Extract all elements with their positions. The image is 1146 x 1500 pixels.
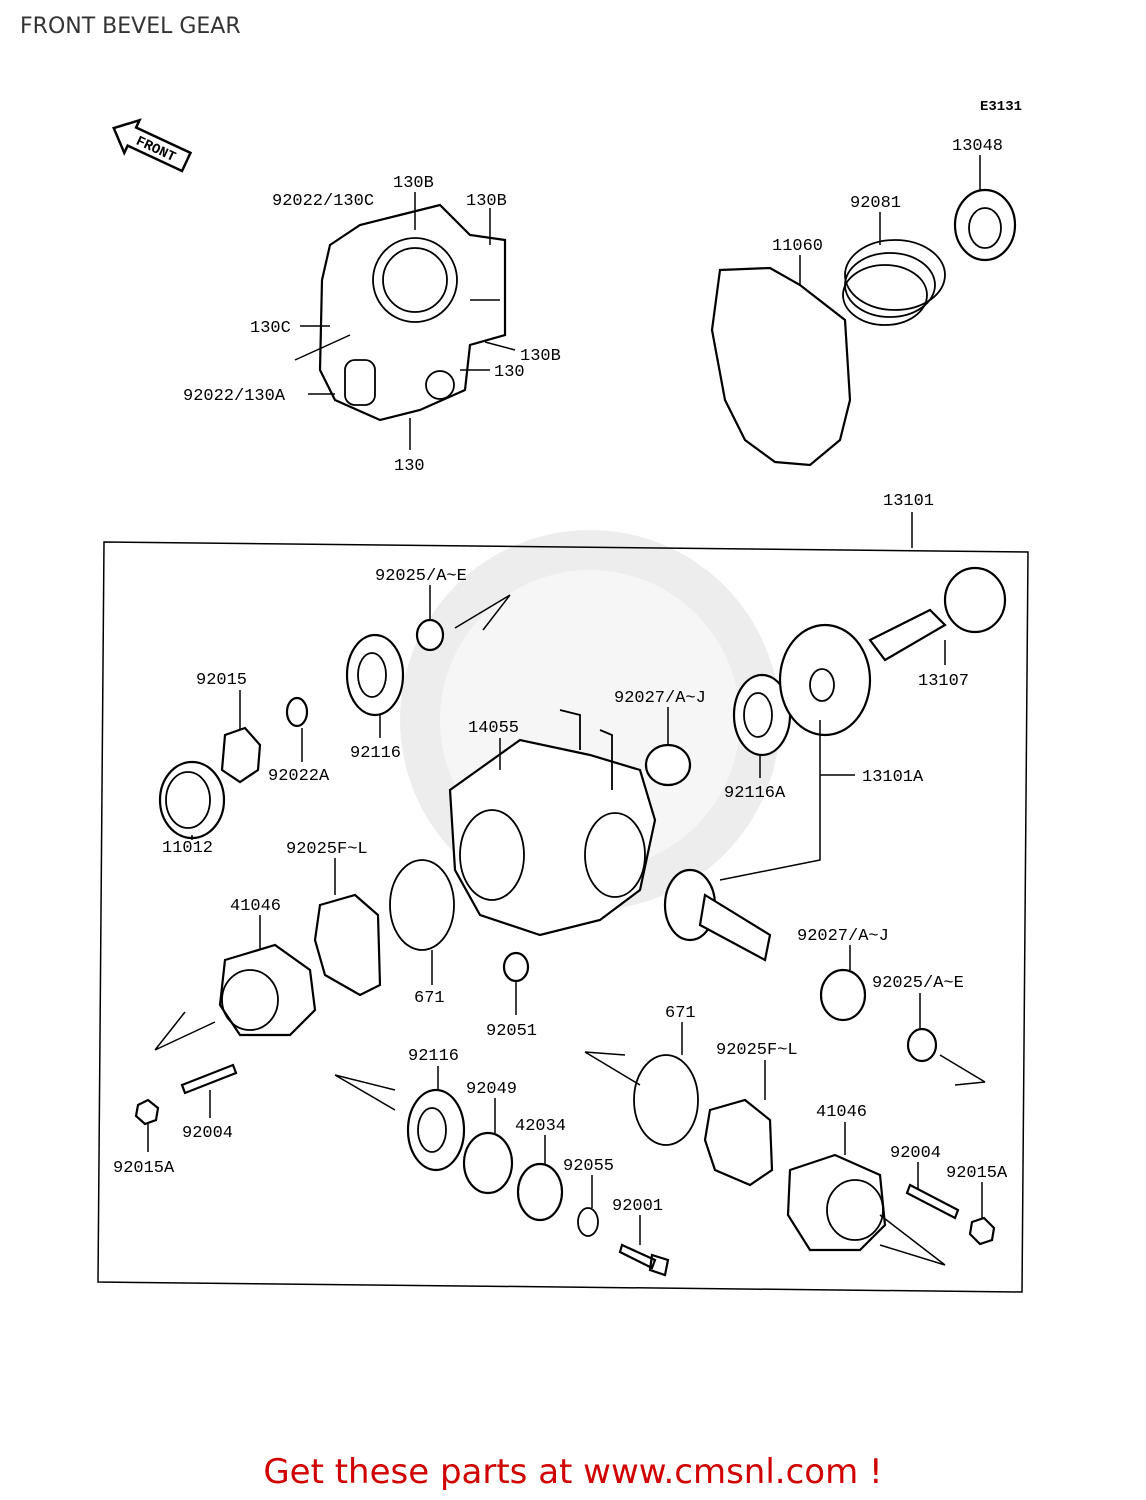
label-13101A: 13101A [862, 768, 924, 787]
label-92022-130C: 92022/130C [272, 192, 374, 211]
label-92027-AJ-top: 92027/A~J [614, 689, 706, 708]
label-130C: 130C [250, 319, 291, 338]
label-92001: 92001 [612, 1197, 663, 1216]
stud-92004-right-part [905, 1183, 960, 1220]
stud-92004-left-part [180, 1063, 238, 1095]
bearing-92027-top-part [644, 743, 692, 787]
o-ring-671-left-part [389, 859, 455, 951]
label-11060: 11060 [772, 237, 823, 256]
part-13048 [953, 188, 1017, 262]
cap-11012-part [158, 760, 226, 840]
gasket-11060-part [710, 266, 852, 467]
label-41046-left: 41046 [230, 897, 281, 916]
label-92116-bottom: 92116 [408, 1047, 459, 1066]
label-92025FL-right: 92025F~L [716, 1041, 798, 1060]
label-92055: 92055 [563, 1157, 614, 1176]
bearing-92027-right-part [819, 968, 867, 1022]
diagram-code: E3131 [980, 99, 1022, 115]
gear-13101A-part [778, 623, 872, 737]
label-92051: 92051 [486, 1022, 537, 1041]
bearing-92116-bottom-part [406, 1088, 466, 1172]
front-arrow-icon: FRONT [112, 118, 193, 173]
label-14055: 14055 [468, 719, 519, 738]
label-92049: 92049 [466, 1080, 517, 1099]
label-92025FL-left: 92025F~L [286, 840, 368, 859]
label-92081: 92081 [850, 194, 901, 213]
gear-housing-14055-part [448, 709, 657, 937]
label-13101: 13101 [883, 492, 934, 511]
gasket-92025F-left-part [313, 893, 382, 997]
bevel-gear-part [663, 868, 772, 962]
label-42034: 42034 [515, 1117, 566, 1136]
label-92116-top: 92116 [350, 744, 401, 763]
label-92015: 92015 [196, 671, 247, 690]
o-ring-671-right-part [633, 1054, 699, 1146]
bearing-92116-part [345, 633, 405, 717]
leader-lines [147, 155, 983, 1245]
label-13107: 13107 [918, 672, 969, 691]
label-671-left: 671 [414, 989, 445, 1008]
spring-92081-part [842, 239, 946, 326]
sprocket-42034-part [516, 1162, 564, 1222]
label-92022-130A: 92022/130A [183, 387, 286, 406]
label-92116A: 92116A [724, 784, 786, 803]
label-92022A: 92022A [268, 767, 330, 786]
label-130-right: 130 [494, 363, 525, 382]
crankcase-cover-part [294, 203, 507, 422]
label-130B-top: 130B [393, 174, 434, 193]
nut-92015-part [220, 726, 262, 784]
housing-41046-left-part [218, 943, 317, 1037]
label-130B-lower: 130B [520, 347, 561, 366]
washer-92025-right-part [906, 1027, 938, 1063]
nut-92015A-right-part [968, 1216, 996, 1246]
washer-92022A-part [285, 696, 309, 728]
label-92025-AE-top: 92025/A~E [375, 567, 467, 586]
bolt-92001-part [618, 1243, 670, 1277]
page-title: FRONT BEVEL GEAR [20, 14, 241, 39]
seal-92049-part [462, 1131, 514, 1195]
gasket-92025F-right-part [703, 1098, 774, 1187]
housing-41046-right-part [786, 1153, 887, 1252]
nut-92015A-left-part [134, 1098, 160, 1126]
label-671-right: 671 [665, 1004, 696, 1023]
exploded-parts-diagram: FRONT E3131 [97, 99, 1029, 1293]
washer-92025-top-part [415, 618, 445, 652]
label-92027-AJ-right: 92027/A~J [797, 927, 889, 946]
cmsnl-link[interactable]: Get these parts at www.cmsnl.com ! [263, 1452, 883, 1492]
label-92004-right: 92004 [890, 1144, 941, 1163]
label-13048: 13048 [952, 137, 1003, 156]
label-92004-left: 92004 [182, 1124, 233, 1143]
label-92015A-right: 92015A [946, 1164, 1008, 1183]
label-130B-right: 130B [466, 192, 507, 211]
o-ring-92055-part [577, 1207, 599, 1237]
label-41046-right: 41046 [816, 1103, 867, 1122]
label-92025-AE-right: 92025/A~E [872, 974, 964, 993]
label-11012: 11012 [162, 839, 213, 858]
assembly-frame [97, 541, 1029, 1293]
label-130-bottom: 130 [394, 457, 425, 476]
shaft-13107-part [868, 566, 1007, 662]
seal-92051-part [502, 951, 530, 983]
label-92015A-left: 92015A [113, 1159, 175, 1178]
